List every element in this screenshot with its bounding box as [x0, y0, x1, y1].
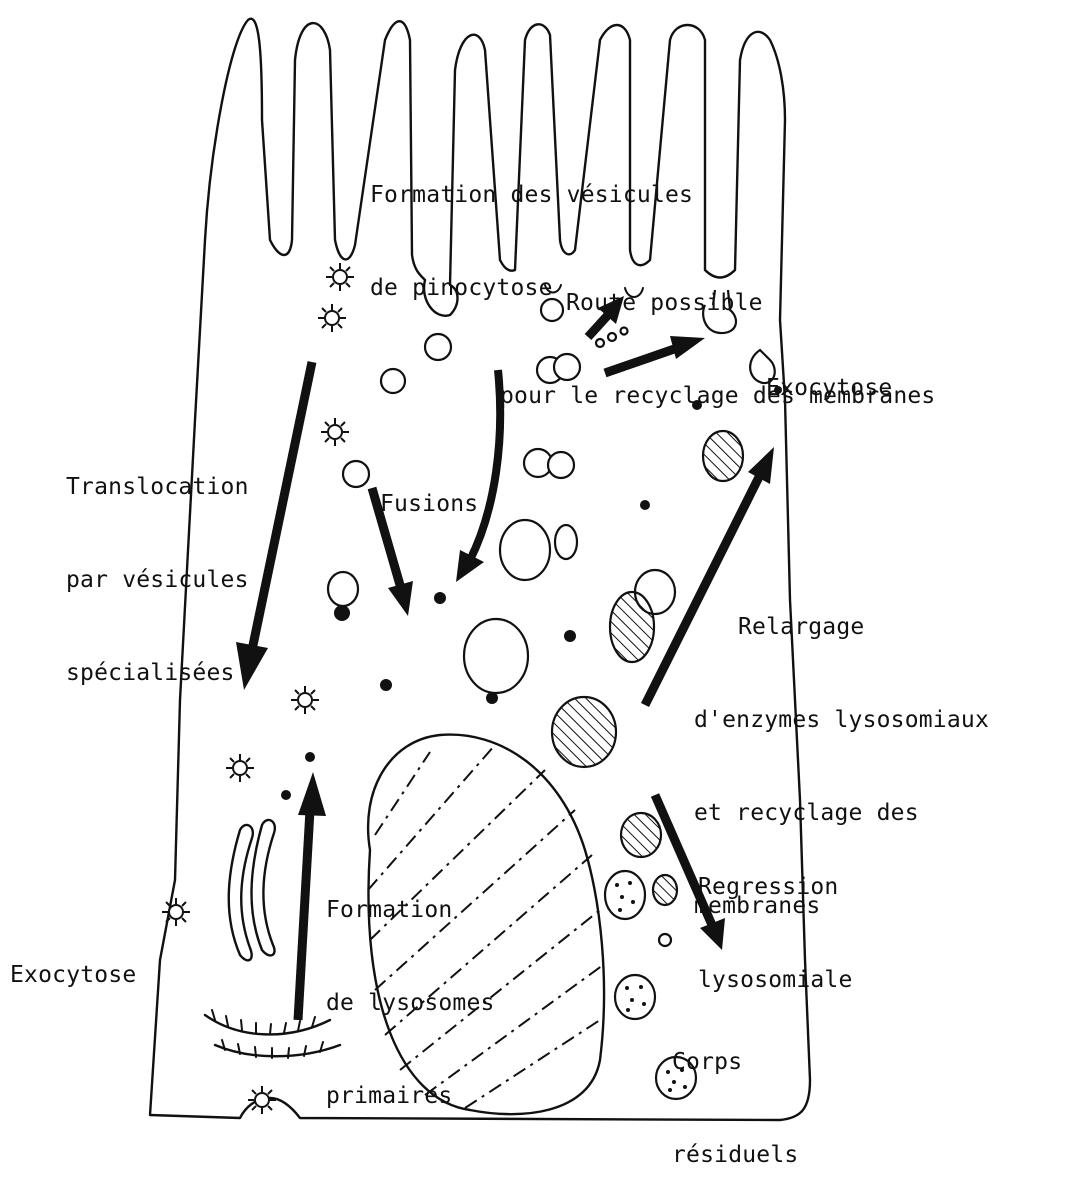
exocytosis-coated-vesicle-icon: [162, 898, 190, 926]
label-line: Regression: [698, 872, 853, 903]
label-line: Corps: [672, 1047, 798, 1078]
label-line: spécialisées: [66, 658, 249, 689]
label-line: Formation: [326, 895, 495, 926]
coated-pit-icon: [326, 263, 354, 291]
label-fusions: Fusions: [380, 427, 478, 551]
primary-lysosome-arrow: [298, 772, 326, 1020]
label-line: Exocytose: [10, 960, 136, 991]
label-exocytose-left: Exocytose: [10, 898, 136, 1022]
label-line: Relargage: [694, 612, 989, 643]
label-line: par vésicules: [66, 565, 249, 596]
label-formation-lysosomes: Formation de lysosomes primaires: [326, 833, 495, 1143]
coated-vesicle-icon: [321, 418, 349, 446]
label-line: Formation des vésicules: [370, 180, 693, 211]
coated-vesicle-icon: [318, 304, 346, 332]
label-line: primaires: [326, 1081, 495, 1112]
coated-pit-icon: [248, 1086, 276, 1114]
coated-vesicle-icon: [291, 686, 319, 714]
golgi-apparatus: [229, 820, 275, 960]
label-line: d'enzymes lysosomiaux: [694, 705, 989, 736]
label-translocation: Translocation par vésicules spécialisées: [66, 410, 249, 720]
label-exocytose-top: Exocytose: [766, 311, 892, 435]
label-line: Exocytose: [766, 373, 892, 404]
label-corps-residuels: Corps résiduels: [672, 985, 798, 1202]
label-line: Fusions: [380, 489, 478, 520]
label-line: Translocation: [66, 472, 249, 503]
coated-vesicle-icon: [226, 754, 254, 782]
label-line: résiduels: [672, 1140, 798, 1171]
rough-er: [205, 1010, 340, 1058]
label-line: de lysosomes: [326, 988, 495, 1019]
